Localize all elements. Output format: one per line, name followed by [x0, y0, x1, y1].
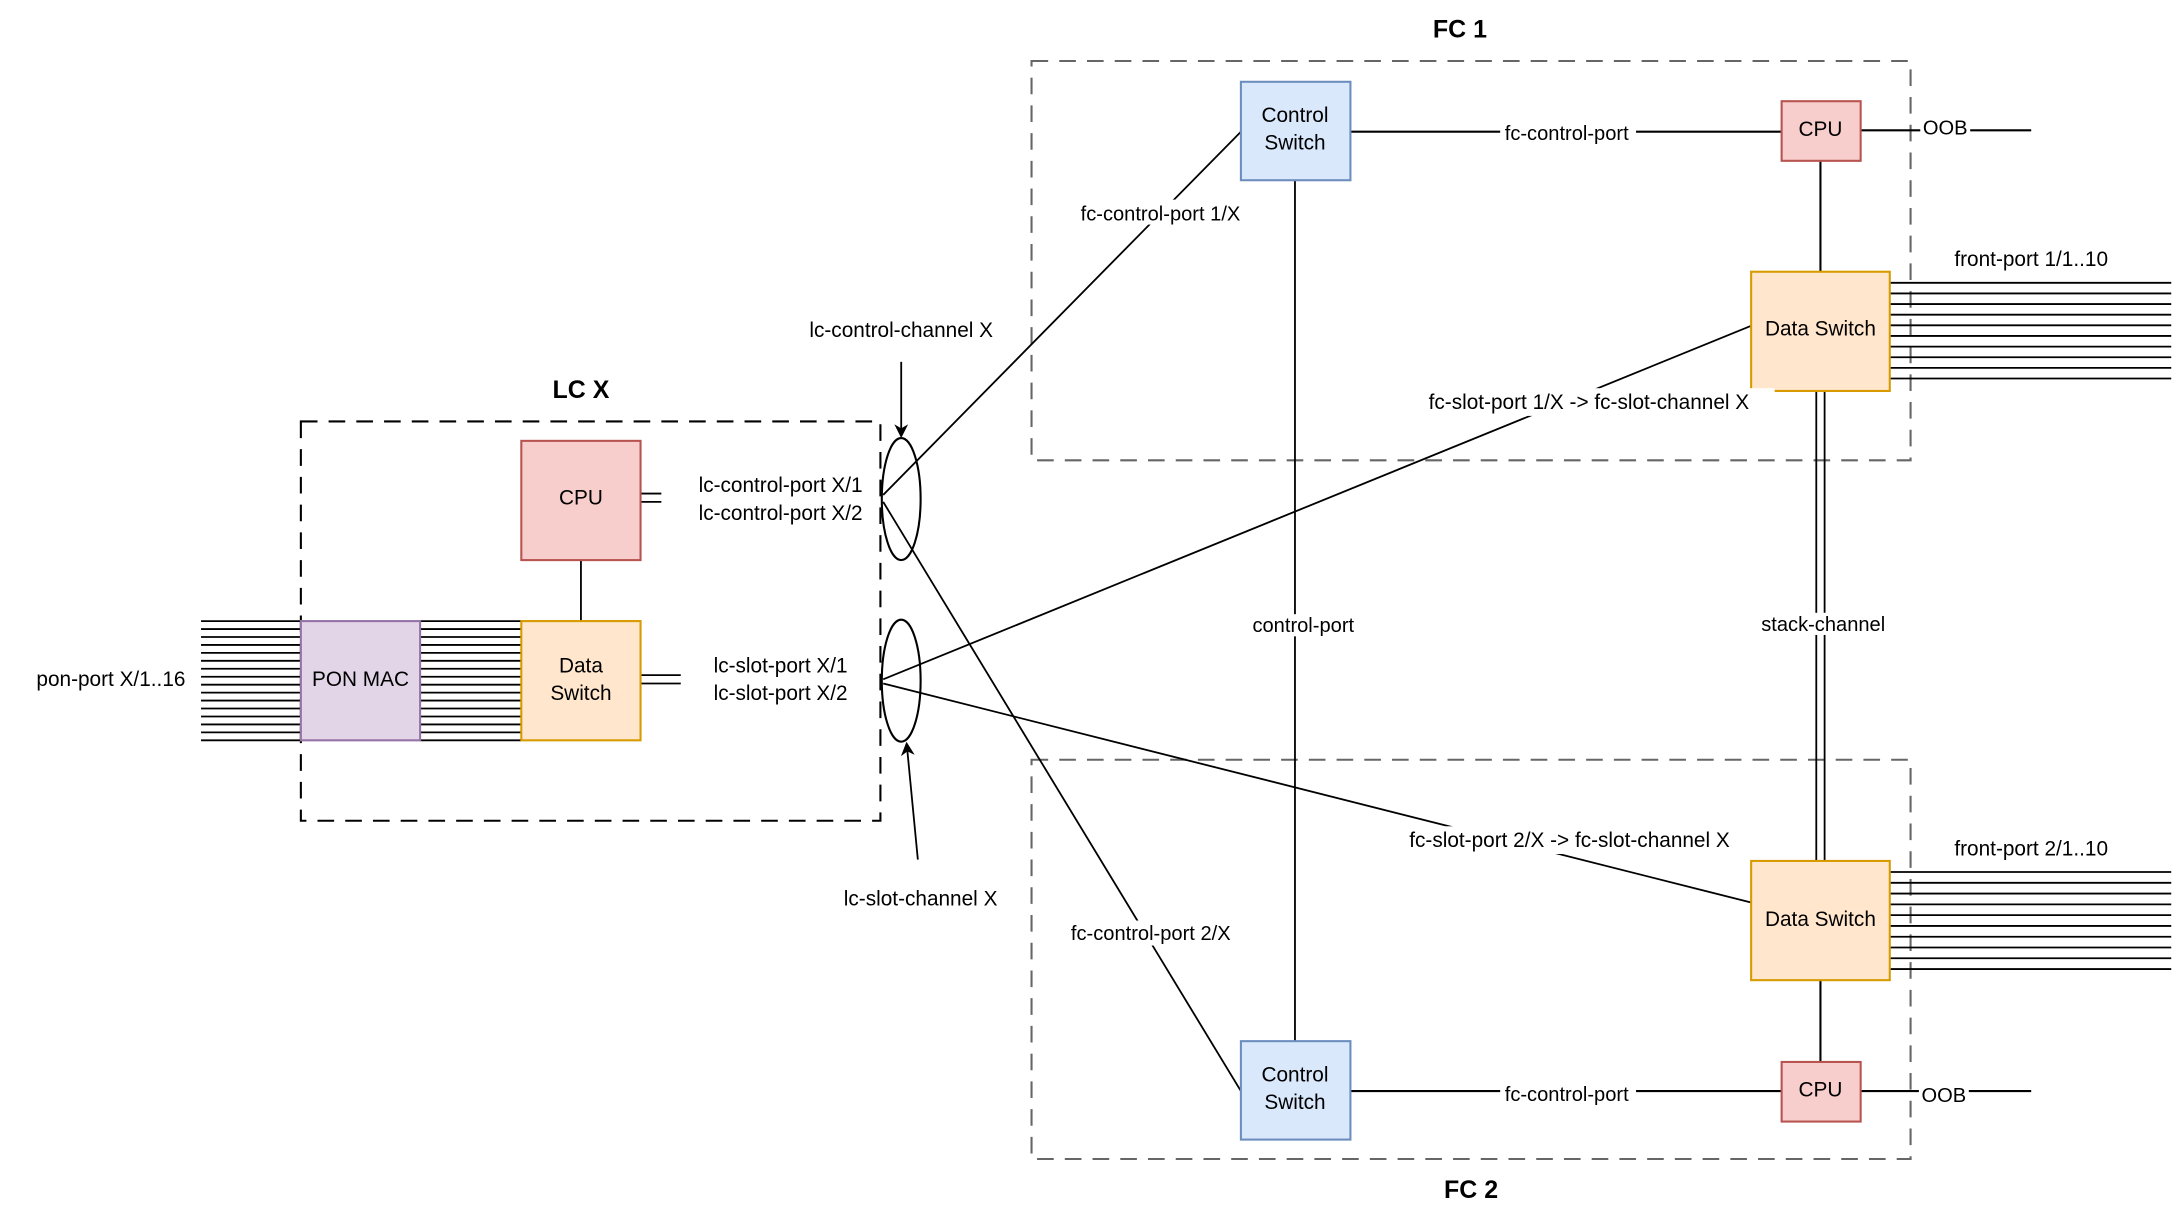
fc2-cpu-box[interactable]	[1780, 1060, 1862, 1123]
fc-slot-port-1-label: fc-slot-port 1/X -> fc-slot-channel X	[1429, 391, 1750, 414]
fc1-oob-label: OOB	[1923, 117, 1968, 139]
front-port-2-bundle	[1889, 871, 2172, 970]
fc1-cpu-label: CPU	[1799, 118, 1843, 141]
pon-port-label: pon-port X/1..16	[36, 668, 185, 691]
fc2-control-switch-node[interactable]: Control Switch	[1239, 1040, 1352, 1141]
lc-control-port-1-label: lc-control-port X/1	[699, 474, 863, 497]
fc2-data-switch-label: Data Switch	[1765, 908, 1876, 931]
pon-mac-node[interactable]: PON MAC	[299, 620, 422, 742]
fc2-control-switch-box[interactable]	[1239, 1040, 1352, 1141]
lc-slot-port-1-label: lc-slot-port X/1	[714, 654, 848, 677]
fc-control-port-2x-label: fc-control-port 2/X	[1071, 923, 1231, 945]
lc-control-channel-ellipse[interactable]	[880, 437, 922, 562]
fc2-cpu-label: CPU	[1799, 1079, 1843, 1102]
pon-mac-label: PON MAC	[312, 668, 409, 691]
fc2-control-switch-label-line1: Control	[1261, 1063, 1328, 1086]
fc1-data-switch-node[interactable]: Data Switch	[1750, 270, 1891, 392]
fc1-data-switch-label: Data Switch	[1765, 318, 1876, 341]
lc-slot-channel-ellipse[interactable]	[880, 618, 922, 743]
fc1-group-title: FC 1	[1433, 15, 1487, 43]
lc-cpu-control-ports-double-edge	[640, 492, 662, 503]
lc-data-switch-label-line1: Data	[559, 654, 603, 677]
edge-lc-control-to-fc2-control-switch	[882, 501, 1242, 1092]
lc-data-switch-slot-ports-double-edge	[640, 674, 681, 685]
fc2-oob-label: OOB	[1922, 1085, 1967, 1107]
pon-port-bundle	[201, 620, 301, 742]
fc2-data-switch-node[interactable]: Data Switch	[1750, 859, 1891, 982]
fc2-control-switch-label-line2: Switch	[1264, 1091, 1325, 1114]
control-port-label: control-port	[1252, 615, 1354, 637]
front-port-1-bundle	[1889, 281, 2172, 380]
fc1-group-border	[1030, 59, 1912, 462]
front-port-2-label: front-port 2/1..10	[1954, 837, 2108, 860]
lc-slot-port-2-label: lc-slot-port X/2	[714, 682, 848, 705]
fc2-group-title: FC 2	[1444, 1176, 1498, 1204]
pon-mac-box[interactable]	[299, 620, 422, 742]
lc-cpu-node[interactable]: CPU	[520, 439, 642, 562]
fc-control-port-1x-label: fc-control-port 1/X	[1081, 203, 1241, 225]
edge-lc-slot-to-fc1-data-switch	[882, 324, 1752, 681]
pon-mac-to-switch-bundle	[420, 620, 522, 742]
fc1-control-switch-node[interactable]: Control Switch	[1239, 80, 1352, 182]
lc-group-title: LC X	[553, 376, 610, 404]
fc2-cpu-node[interactable]: CPU	[1780, 1060, 1862, 1123]
edge-lc-control-to-fc1-control-switch	[882, 131, 1242, 496]
fc1-control-switch-label-line2: Switch	[1264, 132, 1325, 155]
lc-control-channel-label: lc-control-channel X	[809, 319, 993, 342]
fc1-cpu-node[interactable]: CPU	[1780, 100, 1862, 162]
lc-control-port-2-label: lc-control-port X/2	[699, 502, 863, 525]
lc-data-switch-label-line2: Switch	[550, 682, 611, 705]
fc1-control-switch-box[interactable]	[1239, 80, 1352, 182]
fc2-group: FC 2	[1030, 758, 1912, 1204]
front-port-1-label: front-port 1/1..10	[1954, 248, 2108, 271]
lc-slot-channel-arrow	[900, 741, 919, 860]
fc1-control-switch-label-line1: Control	[1261, 104, 1328, 127]
edge-lc-slot-to-fc2-data-switch	[882, 682, 1752, 904]
stack-channel-label: stack-channel	[1761, 614, 1885, 636]
lc-cpu-label: CPU	[559, 487, 603, 510]
lc-slot-channel-label: lc-slot-channel X	[844, 887, 998, 910]
fc2-control-port-label: fc-control-port	[1505, 1084, 1629, 1106]
lc-cpu-box[interactable]	[520, 439, 642, 562]
fc-slot-port-2-label: fc-slot-port 2/X -> fc-slot-channel X	[1409, 829, 1730, 852]
fc2-data-switch-box[interactable]	[1750, 859, 1891, 982]
lc-data-switch-node[interactable]: Data Switch	[520, 620, 642, 742]
fc1-control-port-label: fc-control-port	[1505, 123, 1629, 145]
fc1-group: FC 1	[1030, 15, 1912, 462]
lc-data-switch-box[interactable]	[520, 620, 642, 742]
fc1-cpu-box[interactable]	[1780, 100, 1862, 162]
fc2-group-border	[1030, 758, 1912, 1161]
fc1-data-switch-box[interactable]	[1750, 270, 1891, 392]
